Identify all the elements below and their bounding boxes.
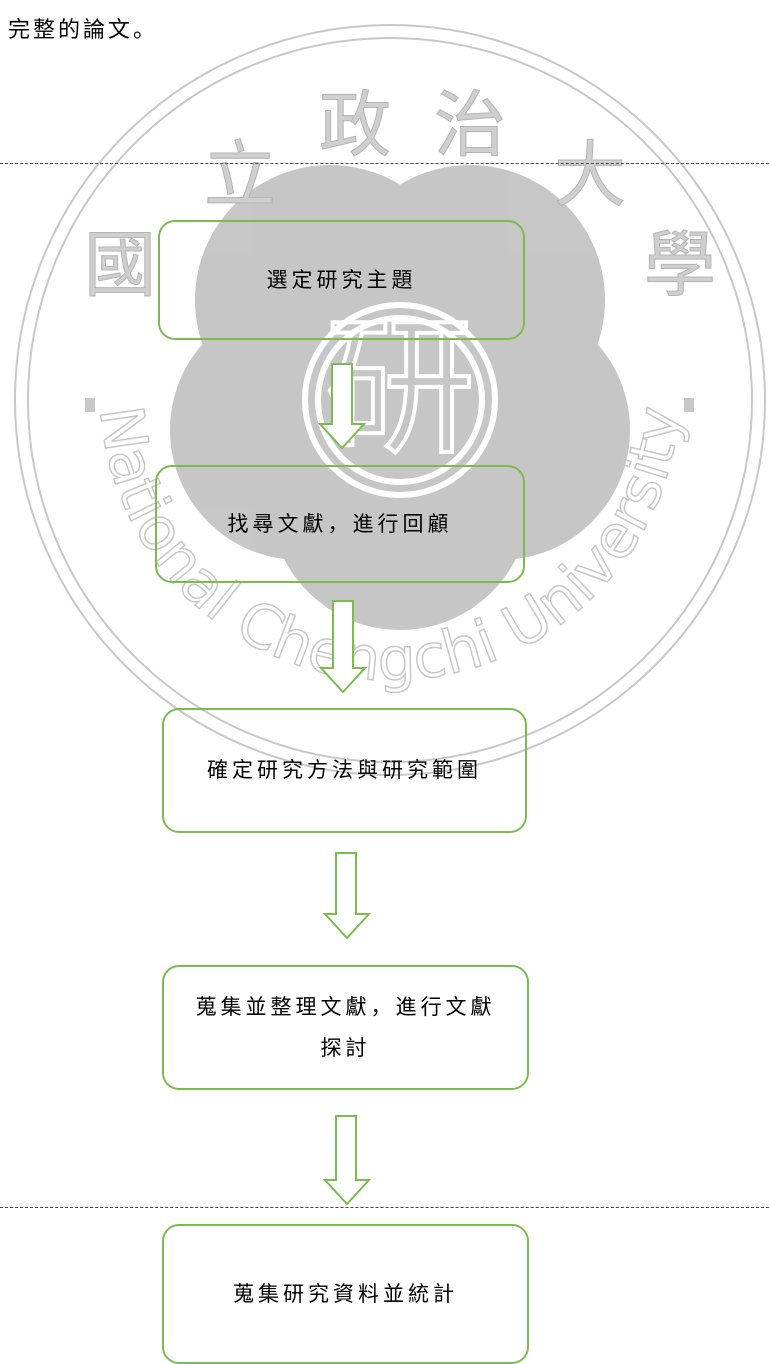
step-label: 蒐集研究資料並統計	[233, 1281, 458, 1306]
arrow-step-3-to-4	[322, 852, 372, 940]
flowchart-step-data-collection: 蒐集研究資料並統計	[162, 1224, 529, 1364]
svg-text:政: 政	[319, 83, 391, 167]
step-label: 找尋文獻，進行回顧	[227, 511, 453, 536]
svg-text:大: 大	[554, 133, 626, 217]
step-label: 選定研究主題	[266, 267, 417, 292]
step-label: 蒐集並整理文獻，進行文獻探討	[195, 994, 496, 1060]
arrow-step-2-to-3	[318, 600, 368, 694]
flowchart-step-literature-discussion: 蒐集並整理文獻，進行文獻探討	[162, 965, 529, 1090]
svg-text:國: 國	[84, 223, 156, 307]
flowchart-step-select-topic: 選定研究主題	[158, 220, 525, 340]
intro-text: 完整的論文。	[8, 18, 159, 43]
flowchart-step-method-and-scope: 確定研究方法與研究範圍	[162, 708, 527, 833]
svg-text:學: 學	[644, 223, 716, 307]
dashed-divider-bottom	[0, 1207, 769, 1208]
svg-text:立: 立	[204, 133, 276, 217]
arrow-step-1-to-2	[317, 363, 367, 450]
svg-text:治: 治	[434, 83, 506, 167]
flowchart-step-literature-review: 找尋文獻，進行回顧	[155, 465, 525, 583]
arrow-step-4-to-5	[322, 1115, 372, 1206]
step-label: 確定研究方法與研究範圍	[207, 758, 482, 783]
dashed-divider-top	[0, 163, 769, 164]
